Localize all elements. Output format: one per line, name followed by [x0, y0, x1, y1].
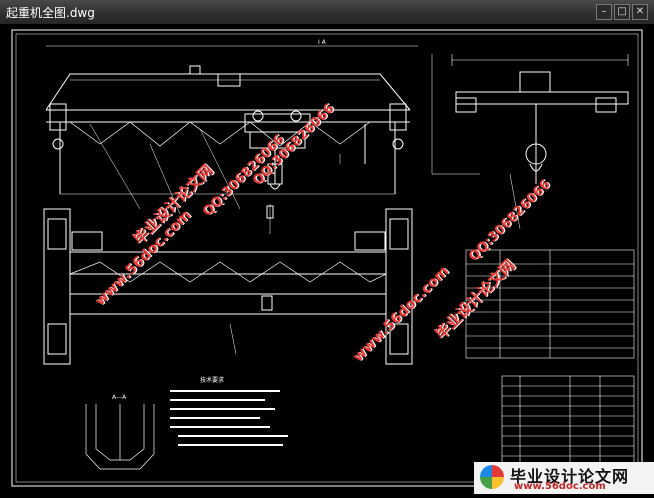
end-truck-left [49, 103, 67, 131]
close-button[interactable]: ✕ [632, 4, 648, 20]
brand-logo-icon [480, 465, 504, 489]
cad-drawing: I A [11, 29, 643, 487]
maximize-button[interactable]: □ [614, 4, 630, 20]
girder-top [45, 73, 411, 111]
drawing-frame [11, 29, 643, 487]
hoist-trolley [244, 110, 311, 190]
girder-fitting [189, 65, 201, 75]
hook-block [525, 143, 547, 165]
window-titlebar: 起重机全图.dwg – □ ✕ [0, 0, 654, 25]
minimize-button[interactable]: – [596, 4, 612, 20]
section-label-top: I A [318, 39, 327, 46]
brand-url: www.56doc.com [514, 481, 606, 492]
drawing-border [15, 33, 639, 483]
technical-notes: 技术要求 [170, 376, 288, 446]
front-elevation [45, 65, 411, 215]
parameter-table [465, 249, 635, 359]
section-a-a: A—A [85, 394, 155, 470]
plan-end-beam-right [385, 208, 413, 365]
plan-end-beam-left [43, 208, 71, 365]
truss-zigzag [69, 121, 371, 147]
drawing-canvas[interactable]: I A [0, 24, 654, 494]
end-truck-right [389, 103, 407, 131]
brand-name: 毕业设计论文网 [510, 467, 630, 486]
section-label: A—A [112, 394, 127, 401]
notes-title: 技术要求 [200, 376, 224, 384]
side-elevation [431, 54, 629, 230]
window-title: 起重机全图.dwg [6, 6, 95, 20]
plan-view [43, 204, 413, 365]
brand-banner: 毕业设计论文网 www.56doc.com [474, 462, 654, 494]
